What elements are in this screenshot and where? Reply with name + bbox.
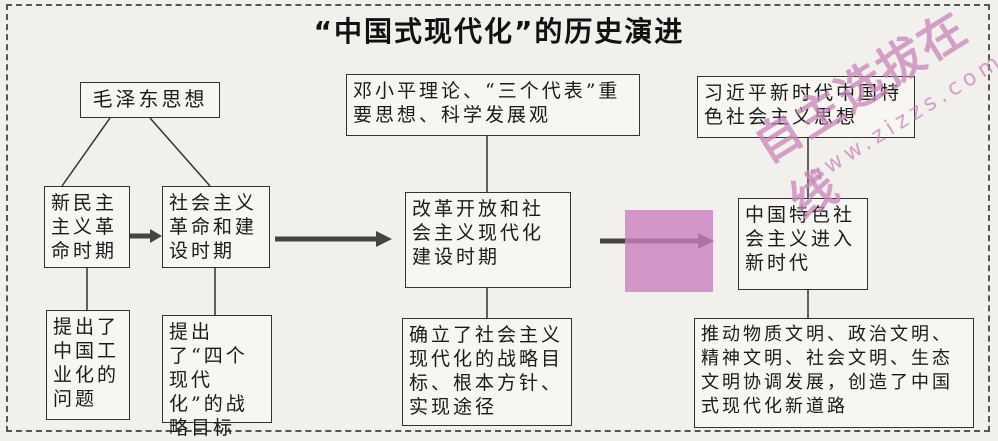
- stage2-period-box: 改革开放和社会主义现代化建设时期: [405, 192, 571, 288]
- stage3-period-box: 中国特色社会主义进入新时代: [738, 198, 868, 290]
- stage1-period-b-box: 社会主义革命和建设时期: [162, 186, 270, 268]
- diagram-frame: [6, 4, 990, 432]
- stage3-result-box: 推动物质文明、政治文明、精神文明、社会文明、生态文明协调发展，创造了中国式现代化…: [694, 318, 974, 428]
- stage1-result-a-box: 提出了中国工业化的问题: [46, 310, 130, 420]
- stage2-result-box: 确立了社会主义现代化的战略目标、根本方针、实现途径: [402, 318, 572, 426]
- diagram-title: “中国式现代化”的历史演进: [313, 15, 685, 48]
- stage1-period-a-box: 新民主主义革命时期: [44, 186, 130, 268]
- stage3-theory-box: 习近平新时代中国特色社会主义思想: [697, 76, 915, 138]
- stage1-result-b-box: 提出了“四个现代化”的战略目标: [162, 315, 272, 439]
- stage2-theory-box: 邓小平理论、“三个代表”重要思想、科学发展观: [346, 74, 640, 136]
- stage1-theory-box: 毛泽东思想: [80, 82, 220, 118]
